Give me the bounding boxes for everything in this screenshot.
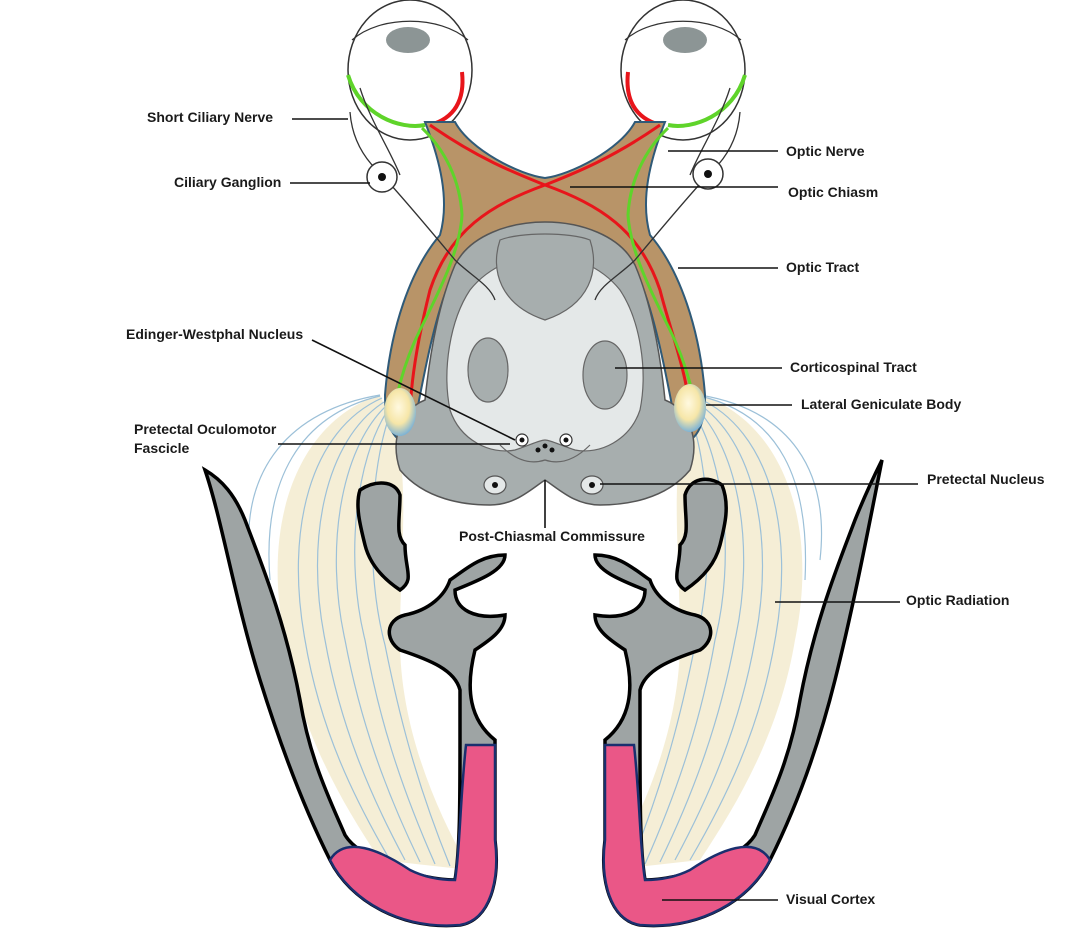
label-optic-nerve: Optic Nerve <box>786 143 865 159</box>
optic-chiasm-red-fibers-2 <box>408 123 661 421</box>
label-lateral-geniculate-body: Lateral Geniculate Body <box>801 396 961 412</box>
ciliary-nerve-right-2 <box>689 87 731 176</box>
label-corticospinal-tract: Corticospinal Tract <box>790 359 917 375</box>
lateral-geniculate-right <box>674 384 706 432</box>
short-ciliary-nerve-right <box>594 111 741 301</box>
left-eye <box>346 0 473 141</box>
short-ciliary-nerve-left <box>349 111 496 301</box>
label-pretectal-oculomotor-fascicle-2: Fascicle <box>134 440 189 456</box>
label-optic-radiation: Optic Radiation <box>906 592 1009 608</box>
leader-lines <box>278 118 918 901</box>
cortex-right <box>593 459 884 928</box>
optic-radiation-left <box>248 394 470 870</box>
midbrain <box>395 221 695 506</box>
visual-cortex-left <box>328 743 498 927</box>
label-edinger-westphal-nucleus: Edinger-Westphal Nucleus <box>126 326 303 342</box>
label-optic-chiasm: Optic Chiasm <box>788 184 878 200</box>
label-optic-tract: Optic Tract <box>786 259 859 275</box>
green-fibers-left <box>393 126 464 406</box>
label-post-chiasmal-commissure: Post-Chiasmal Commissure <box>459 528 645 544</box>
label-pretectal-nucleus: Pretectal Nucleus <box>927 471 1045 487</box>
ciliary-nerve-left-2 <box>359 87 401 176</box>
visual-cortex-right <box>602 743 772 927</box>
label-short-ciliary-nerve: Short Ciliary Nerve <box>147 109 273 125</box>
green-fibers-right <box>626 126 697 406</box>
label-ciliary-ganglion: Ciliary Ganglion <box>174 174 281 190</box>
optic-chiasm-red-fibers <box>429 123 692 421</box>
lateral-geniculate-left <box>384 388 416 436</box>
right-eye <box>620 0 747 141</box>
label-visual-cortex: Visual Cortex <box>786 891 875 907</box>
label-pretectal-oculomotor-fascicle-1: Pretectal Oculomotor <box>134 421 277 437</box>
cortex-left <box>201 466 507 928</box>
